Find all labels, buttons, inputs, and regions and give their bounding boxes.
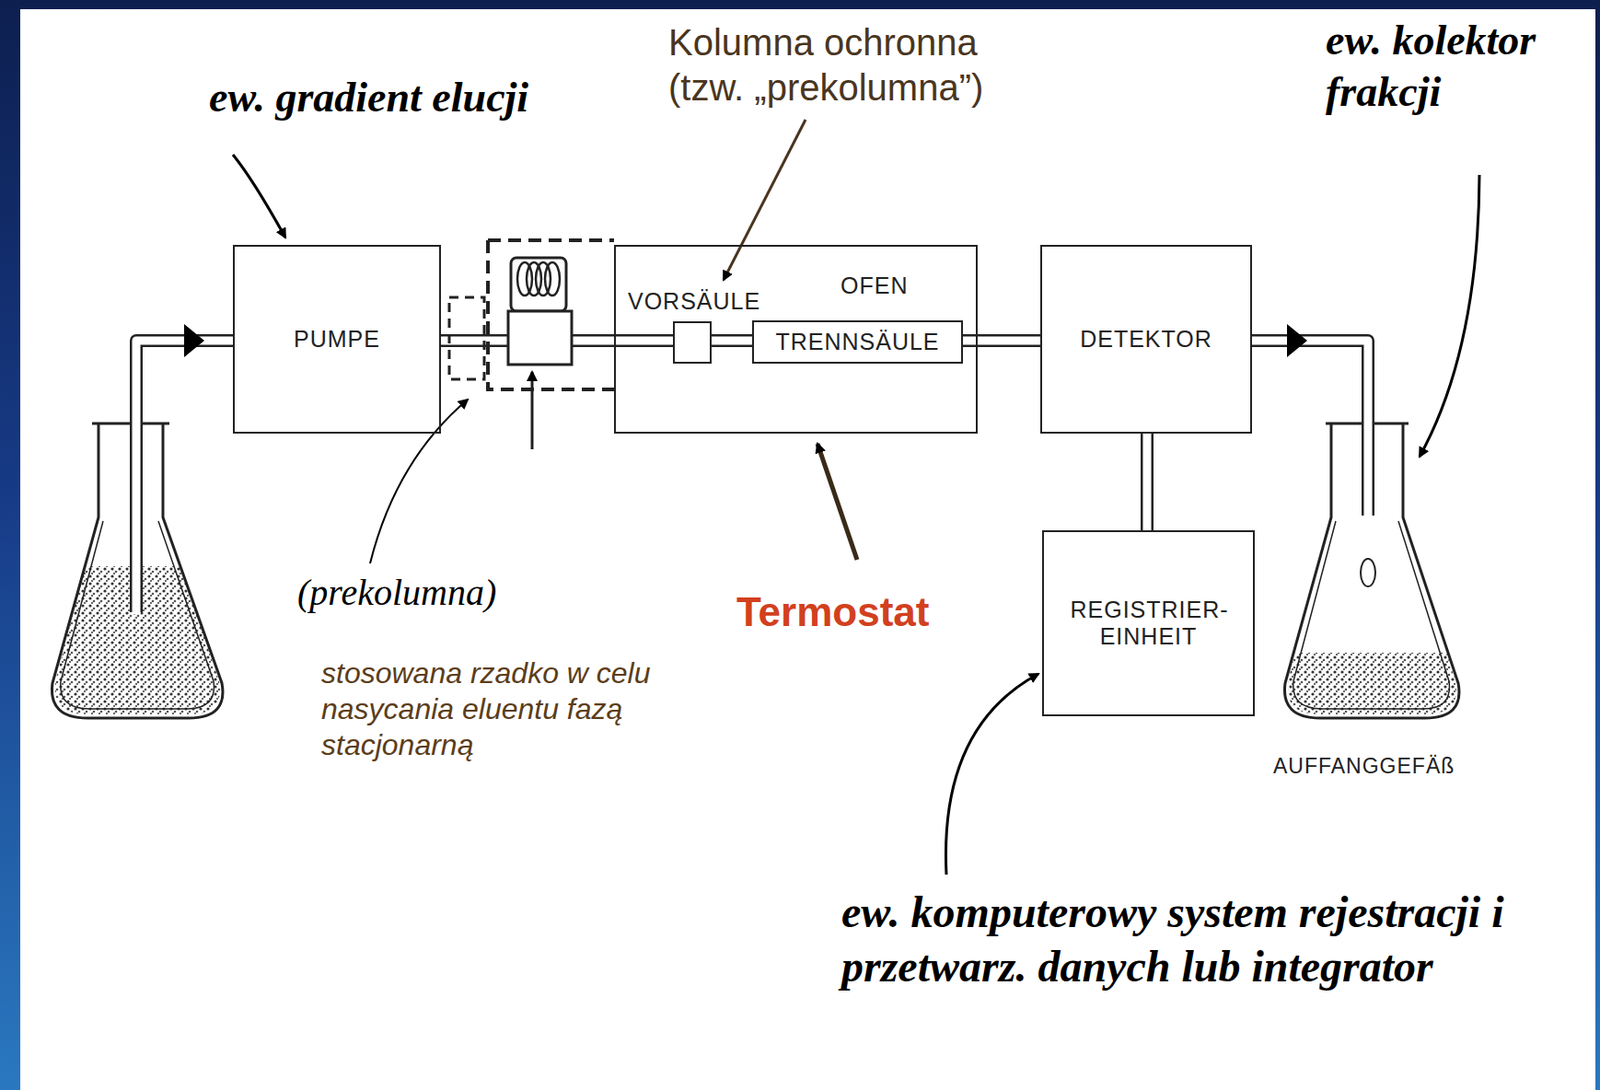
outlet-tube [1250,324,1369,518]
separation-column-box: TRENNSÄULE [752,320,963,364]
tube-connector [709,340,754,342]
handwritten-note: ew. kolektor frakcji [1325,14,1589,118]
box-label: OFEN [840,272,908,300]
leader-arrow [1419,174,1480,457]
leader-arrow [232,154,286,238]
handwritten-note: ew. gradient elucji [208,71,596,124]
tube-connector [961,340,1043,342]
tube-connector [1147,431,1148,533]
inlet-tube [136,324,235,615]
oven-box: OFEN VORSÄULE TRENNSÄULE [614,244,978,434]
pre-column-dashed [449,297,485,380]
handwritten-note: ew. komputerowy system rejestracji i prz… [841,885,1505,994]
box-label: PUMPE [293,325,381,353]
recorder-box: REGISTRIER- EINHEIT [1042,530,1255,717]
box-label: DETEKTOR [1079,325,1213,353]
box-label: REGISTRIER- EINHEIT [1070,596,1228,650]
leader-arrow [370,399,468,564]
note-text: stosowana rzadko w celu nasycania eluent… [321,655,708,764]
callout-label: Kolumna ochronna (tzw. „prekolumna”) [668,20,1046,111]
leader-arrow [723,119,806,280]
pump-box: PUMPE [232,244,441,434]
box-label: VORSÄULE [627,288,761,315]
handwritten-note: (prekolumna) [297,570,574,616]
detector-box: DETEKTOR [1040,244,1253,434]
dashed-enclosure [487,240,615,390]
box-label: TRENNSÄULE [775,328,940,356]
guard-column-box: VORSÄULE [672,321,712,364]
leader-arrow [817,443,858,560]
callout-label: Termostat [736,587,976,638]
part-name: AUFFANGGEFÄß [1273,753,1495,779]
leader-arrow [945,673,1039,875]
injector [508,257,572,450]
